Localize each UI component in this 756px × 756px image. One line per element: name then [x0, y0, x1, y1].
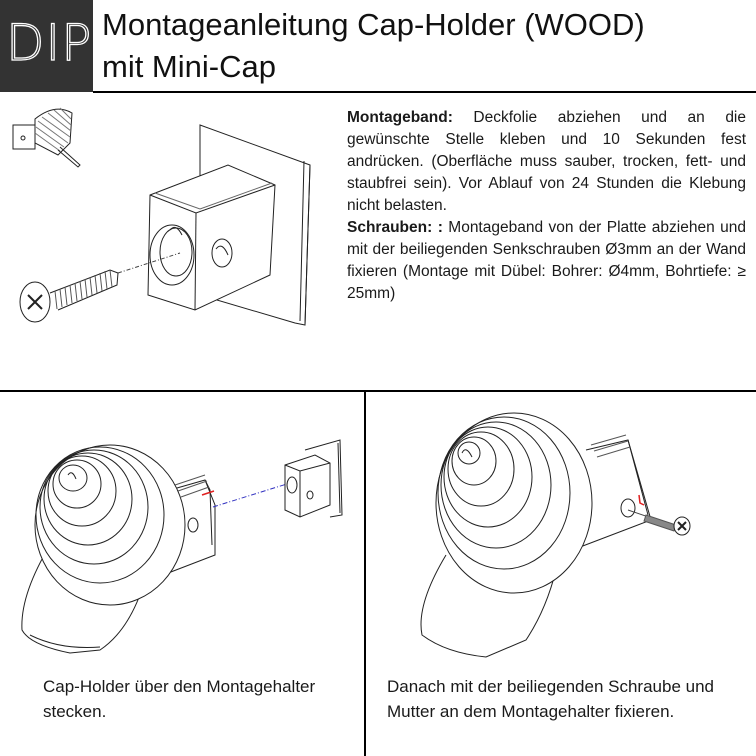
section-divider: [0, 390, 756, 392]
title-line-2: mit Mini-Cap: [102, 49, 276, 84]
instructions-text: Montageband: Deckfolie abziehen und an d…: [347, 107, 746, 305]
schrauben-text: Montageband von der Platte abziehen und …: [347, 219, 747, 302]
page-title: Montageanleitung Cap-Holder (WOOD) mit M…: [102, 4, 645, 88]
bracket-screw-illustration: [12, 107, 311, 326]
logo-text: DIP: [5, 14, 93, 72]
screw-icon: [19, 269, 119, 323]
step2-illustration: [420, 412, 691, 658]
step1-caption: Cap-Holder über den Montagehalter stecke…: [43, 677, 316, 721]
column-divider: [364, 390, 366, 756]
schrauben-instruction: Schrauben: : Montageband von der Platte …: [347, 217, 746, 305]
step1-illustration: [21, 439, 343, 654]
cap-inset-icon: [12, 107, 81, 168]
logo: DIP: [0, 0, 93, 92]
header-divider: [93, 91, 756, 93]
montageband-instruction: Montageband: Deckfolie abziehen und an d…: [347, 107, 746, 217]
screw-icon: [627, 509, 691, 536]
schrauben-label: Schrauben: :: [347, 219, 443, 236]
title-line-1: Montageanleitung Cap-Holder (WOOD): [102, 7, 645, 42]
montageband-text: Deckfolie abziehen und an die gewünschte…: [347, 109, 746, 214]
montageband-label: Montageband:: [347, 109, 453, 126]
step2-caption: Danach mit der beiliegenden Schraube und…: [387, 677, 715, 721]
